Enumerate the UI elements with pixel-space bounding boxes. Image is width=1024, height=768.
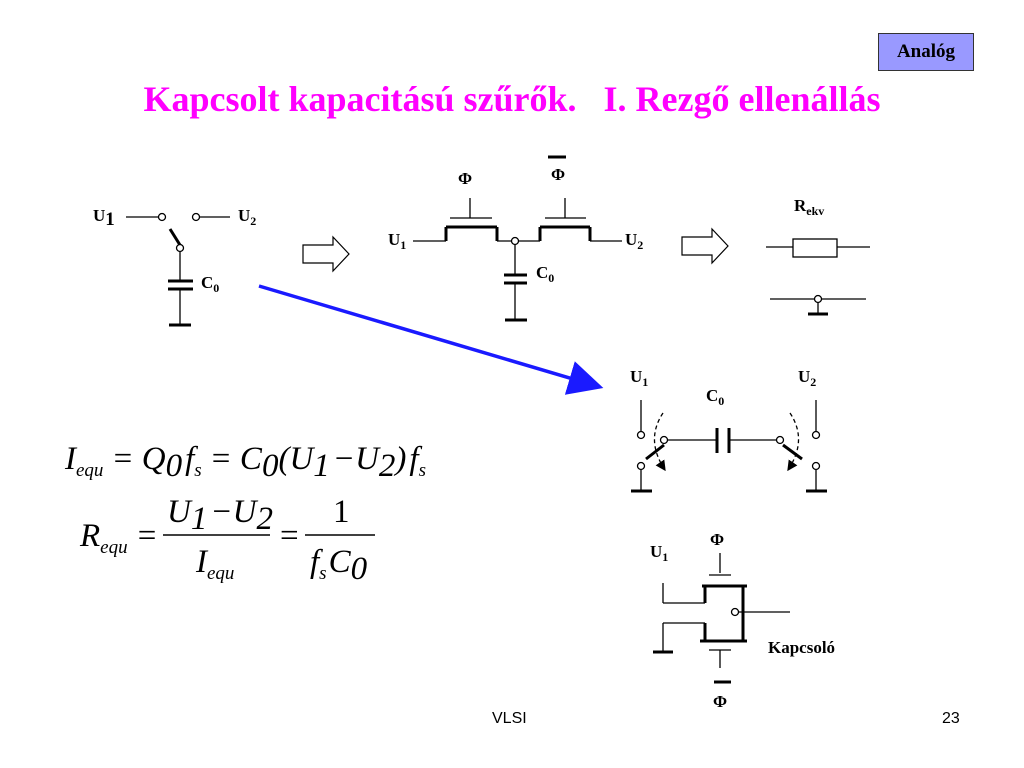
svg-text:1: 1	[333, 494, 350, 530]
footer-page-number: 23	[942, 710, 960, 727]
switch-circuit	[126, 212, 230, 327]
equation-resistance: Requ= U1−U2 Iequ = 1 fsC0	[79, 494, 375, 587]
c0-label-a: C0	[201, 273, 219, 295]
mos-switch-circuit	[413, 155, 622, 322]
svg-text:Iequ: Iequ	[195, 544, 234, 584]
u1-label-a: U1	[93, 206, 115, 230]
kapcsolo-label: Kapcsoló	[768, 638, 835, 657]
phi-bar-label-2: Φ	[713, 692, 727, 711]
u1-label-b: U1	[388, 230, 406, 252]
svg-text:Requ=: Requ=	[79, 518, 158, 558]
svg-text:fsC0: fsC0	[310, 544, 368, 587]
hollow-arrow-1	[302, 235, 350, 273]
kapcsolo-circuit	[653, 553, 790, 684]
u1-label-d: U1	[650, 542, 668, 564]
resistor-equivalent	[766, 238, 870, 316]
r-ekv-label: Rekv	[794, 196, 824, 218]
footer-vlsi: VLSI	[492, 710, 527, 727]
hollow-arrow-2	[681, 227, 729, 265]
u1-label-c: U1	[630, 367, 648, 389]
slide-title: Kapcsolt kapacitású szűrők. I. Rezgő ell…	[143, 79, 881, 119]
svg-text:=: =	[280, 518, 299, 554]
toggle-capacitor-circuit	[631, 400, 827, 493]
phi-label-2: Φ	[710, 530, 724, 549]
phi-bar-label-1: Φ	[551, 165, 565, 184]
analog-badge: Analóg	[878, 33, 974, 71]
svg-text:U1−U2: U1−U2	[167, 494, 273, 537]
blue-arrow	[258, 284, 604, 395]
svg-text:Iequ=Q0fs=C0(U1−U2)fs: Iequ=Q0fs=C0(U1−U2)fs	[64, 441, 426, 484]
equation-current: Iequ=Q0fs=C0(U1−U2)fs	[64, 441, 426, 484]
u2-label-c: U2	[798, 367, 816, 389]
u2-label-a: U2	[238, 206, 256, 228]
c0-label-c: C0	[706, 386, 724, 408]
c0-label-b: C0	[536, 263, 554, 285]
phi-label-1: Φ	[458, 169, 472, 188]
u2-label-b: U2	[625, 230, 643, 252]
